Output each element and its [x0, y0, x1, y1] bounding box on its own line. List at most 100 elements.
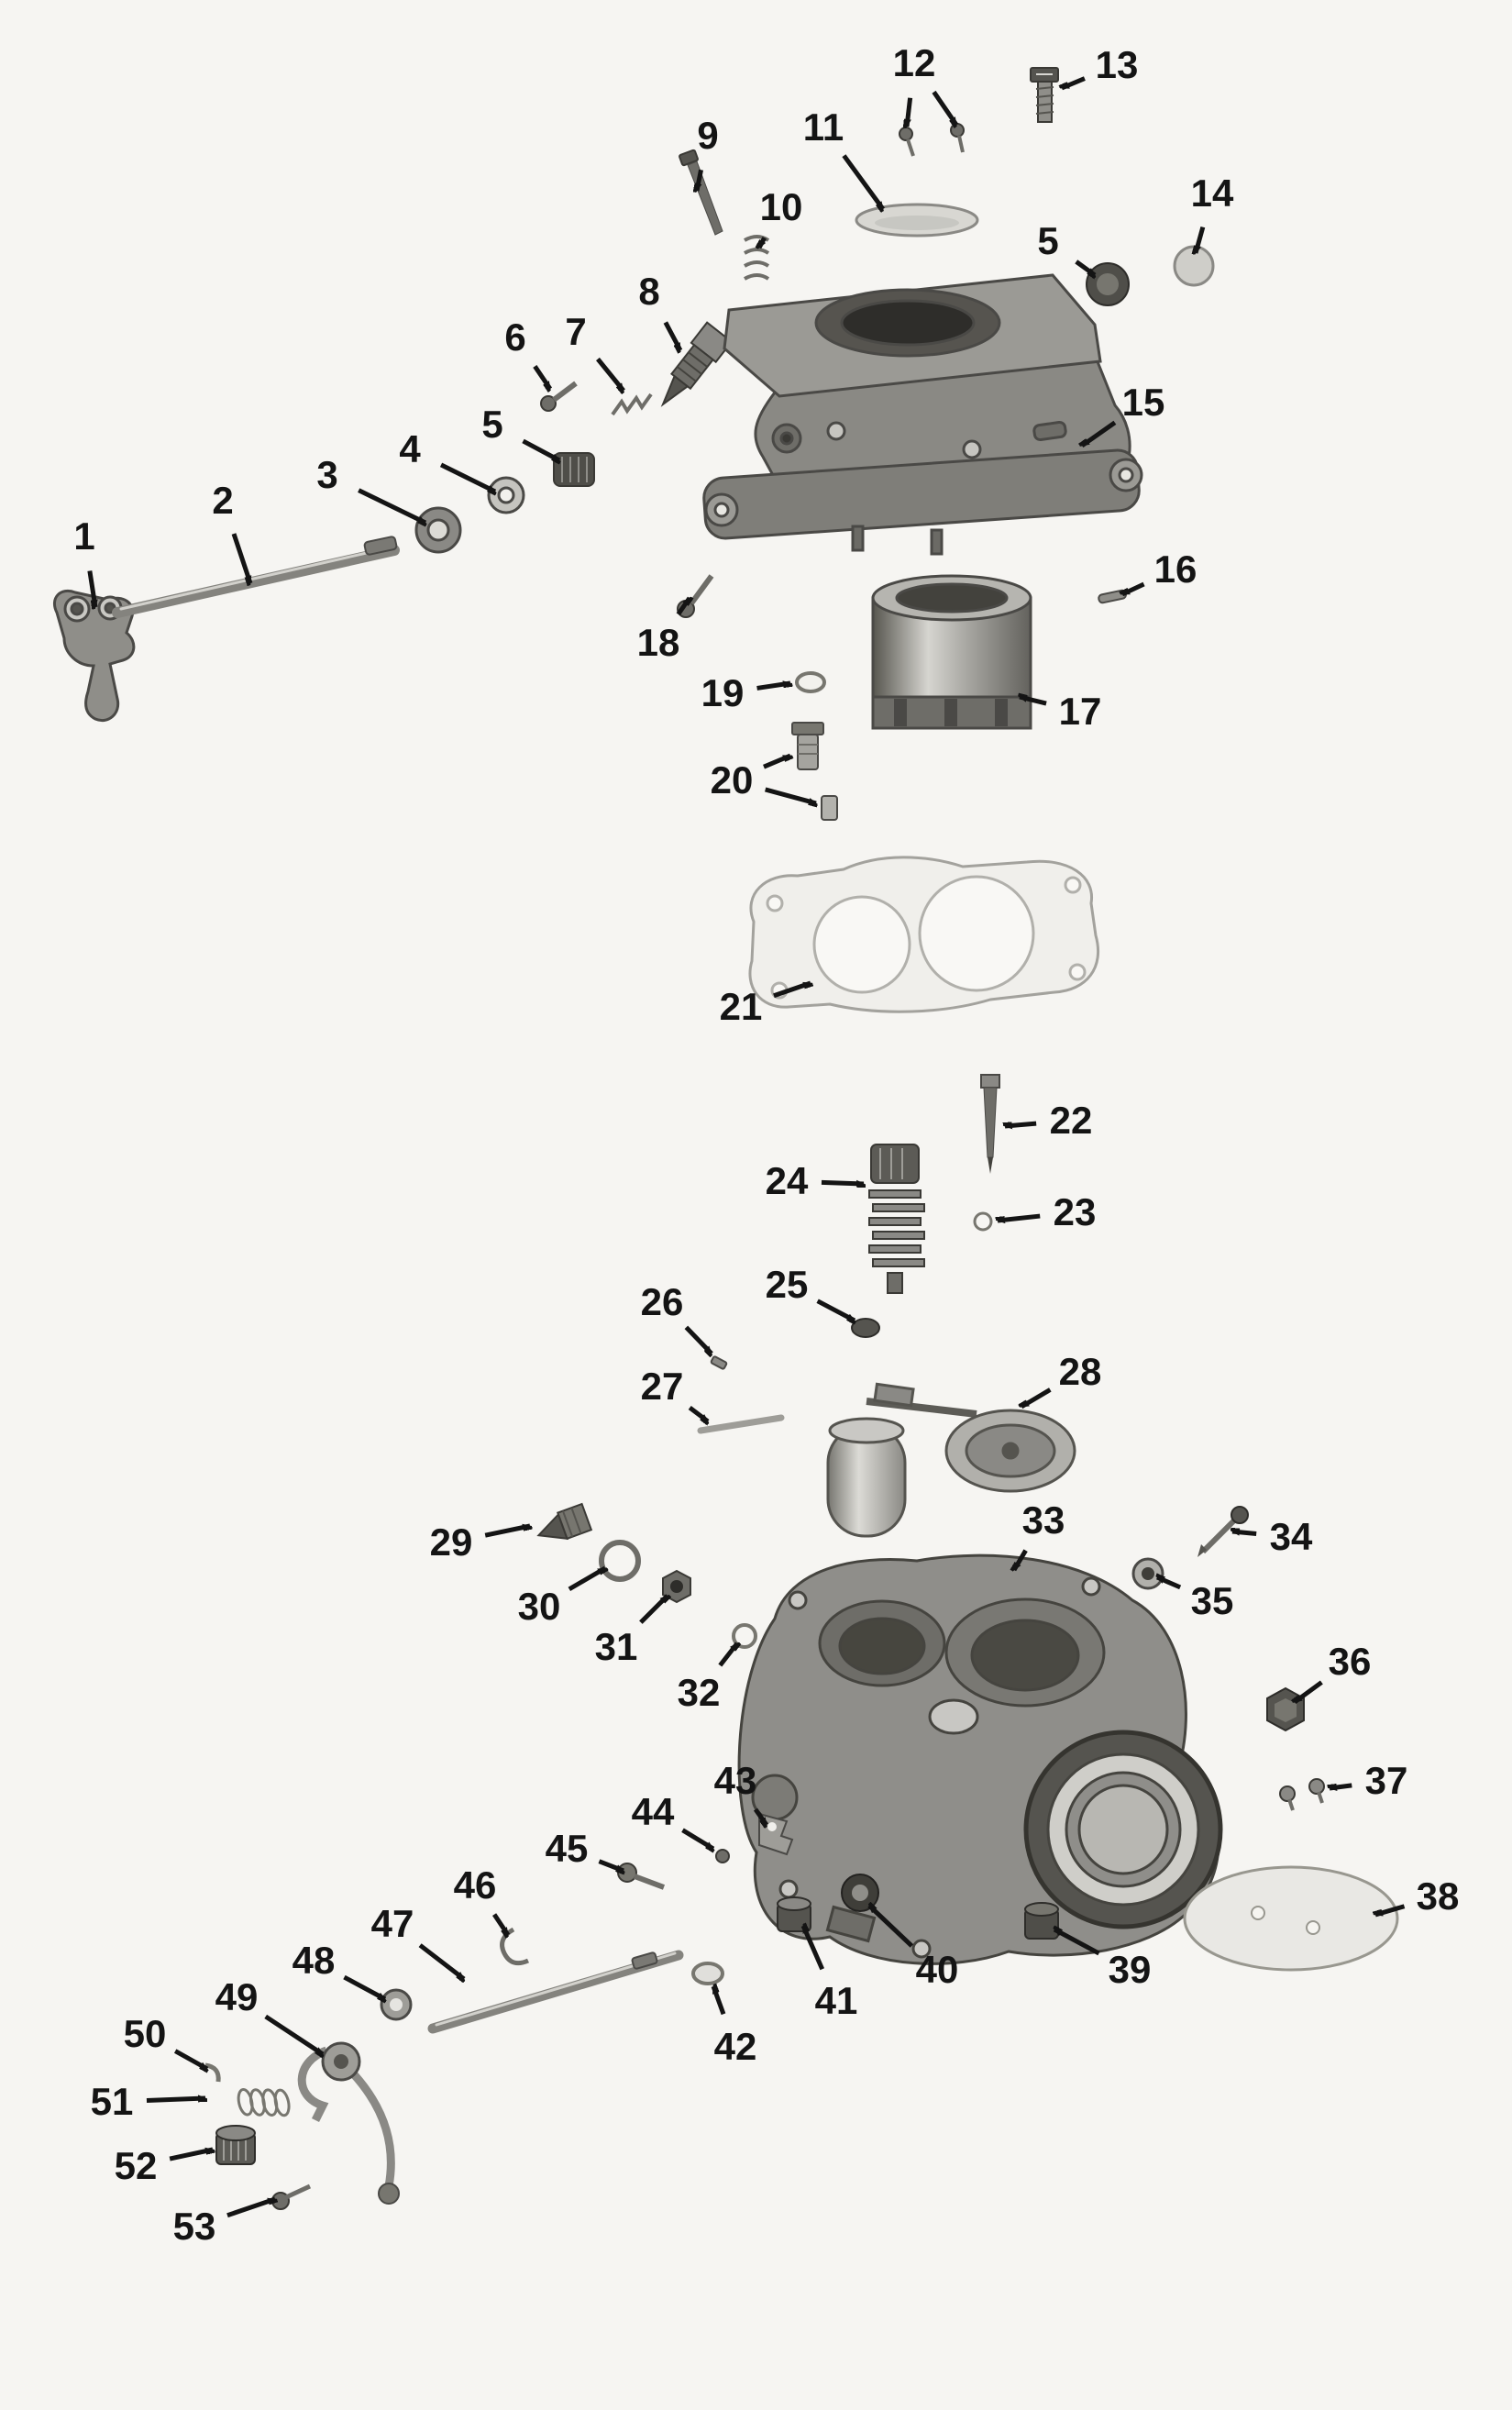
callout-label: 2 — [212, 479, 234, 522]
part-46-clip-art — [500, 1927, 530, 1966]
part-49-lever-art — [297, 2041, 400, 2205]
leader-arrow — [684, 1325, 712, 1354]
leader-arrow — [932, 90, 956, 125]
leader-arrow — [533, 365, 550, 389]
leader-arrow — [907, 97, 913, 127]
leader-arrow — [1014, 1549, 1028, 1570]
leader-arrow — [1021, 1387, 1052, 1410]
part-35-washer-art — [1131, 1557, 1164, 1590]
part-5-plug-left-art — [553, 452, 595, 487]
callout-label: 25 — [765, 1263, 809, 1306]
part-9-needle-screw-art — [679, 149, 723, 236]
leader-arrow — [753, 1808, 767, 1825]
callout-label: 49 — [215, 1975, 259, 2018]
leader-arrow — [169, 2147, 213, 2161]
leader-arrow — [1232, 1531, 1257, 1536]
part-32-ring-art — [732, 1623, 757, 1649]
part-38-diaphragm-art — [1183, 1865, 1399, 1972]
leader-arrow — [816, 1299, 855, 1321]
callout-label: 17 — [1058, 690, 1102, 733]
callout-label: 52 — [114, 2144, 158, 2187]
callout-label: 50 — [123, 2012, 167, 2055]
leader-arrow — [1062, 76, 1086, 91]
callout-label: 36 — [1328, 1640, 1372, 1683]
leader-arrow — [663, 321, 683, 350]
callout-label: 31 — [594, 1625, 638, 1668]
callout-label: 33 — [1021, 1498, 1065, 1542]
callout-label: 9 — [697, 114, 719, 157]
part-14-plug-art — [1173, 245, 1215, 287]
part-42-washer-art — [691, 1962, 724, 1985]
callout-label: 28 — [1058, 1350, 1102, 1393]
callout-label: 27 — [640, 1365, 684, 1408]
leader-arrow — [146, 2098, 205, 2104]
part-27-rod-art — [697, 1414, 785, 1434]
callout-label: 37 — [1364, 1759, 1408, 1802]
part-2-throttle-shaft-art — [112, 536, 400, 618]
callout-label: 40 — [915, 1948, 959, 1991]
leader-arrow — [718, 1643, 737, 1667]
part-19-washer-art — [795, 671, 826, 693]
callout-label: 7 — [565, 310, 587, 353]
part-30-o-ring-art — [599, 1540, 641, 1582]
part-25-retainer-art — [851, 1318, 880, 1338]
part-17-venturi-art — [871, 574, 1032, 730]
callout-label: 11 — [802, 105, 844, 149]
part-41-bushing-art — [777, 1896, 811, 1932]
part-37-screws-art — [1279, 1778, 1325, 1811]
leader-arrow — [598, 1859, 624, 1871]
part-6-screw-art — [540, 381, 578, 412]
callout-label: 32 — [677, 1671, 721, 1714]
part-18-screw-art — [677, 574, 714, 618]
part-47-shaft-art — [427, 1950, 684, 2034]
part-53-screw-art — [271, 2183, 312, 2210]
leader-arrow — [765, 787, 816, 803]
part-1-throttle-lever-art — [53, 590, 136, 722]
leader-arrow — [358, 488, 425, 523]
callout-label: 15 — [1121, 381, 1165, 424]
leader-arrow — [343, 1974, 385, 1999]
leader-arrow — [681, 1828, 713, 1849]
callout-label: 4 — [399, 427, 421, 470]
leader-arrow — [756, 683, 790, 691]
leader-arrow — [759, 237, 767, 248]
leader-arrow — [688, 1406, 708, 1421]
leader-arrow — [1075, 260, 1095, 275]
part-4-washer-art — [487, 476, 525, 514]
callout-label: 1 — [73, 514, 95, 558]
part-11-disc-art — [855, 203, 979, 238]
callout-label: 16 — [1153, 547, 1197, 591]
leader-arrow — [226, 2196, 275, 2218]
part-50-pin-art — [204, 2062, 221, 2083]
leader-arrow — [842, 154, 883, 209]
callout-label: 34 — [1269, 1515, 1313, 1558]
callout-label: 42 — [713, 2025, 757, 2068]
part-5-plug-right-art — [1086, 262, 1130, 306]
callout-label: 5 — [1037, 219, 1059, 262]
callout-label: 45 — [545, 1827, 589, 1870]
leader-arrow — [231, 533, 253, 583]
callout-label: 53 — [172, 2205, 216, 2248]
part-24-plunger-spring-art — [868, 1144, 925, 1294]
callout-label: 26 — [640, 1280, 684, 1323]
callout-label: 30 — [517, 1585, 561, 1628]
part-20-nozzle-art — [791, 722, 838, 821]
callout-label: 3 — [316, 453, 338, 496]
callout-label: 8 — [638, 270, 660, 313]
part-3-packing-art — [414, 506, 462, 554]
callout-label: 29 — [429, 1520, 473, 1564]
leader-arrow — [1375, 1904, 1406, 1918]
callout-label: 19 — [701, 671, 745, 714]
leader-arrow — [1054, 1929, 1100, 1956]
part-15-upper-body-art — [702, 273, 1143, 556]
leader-arrow — [998, 1213, 1041, 1221]
leader-arrow — [596, 357, 624, 391]
callout-label: 5 — [481, 403, 503, 446]
leader-arrow — [522, 438, 559, 460]
callout-label: 47 — [370, 1902, 414, 1945]
part-13-bolt-art — [1030, 67, 1059, 123]
part-12-screws-art — [899, 123, 965, 157]
part-44-ball-art — [715, 1849, 730, 1863]
callout-label: 46 — [453, 1863, 497, 1907]
